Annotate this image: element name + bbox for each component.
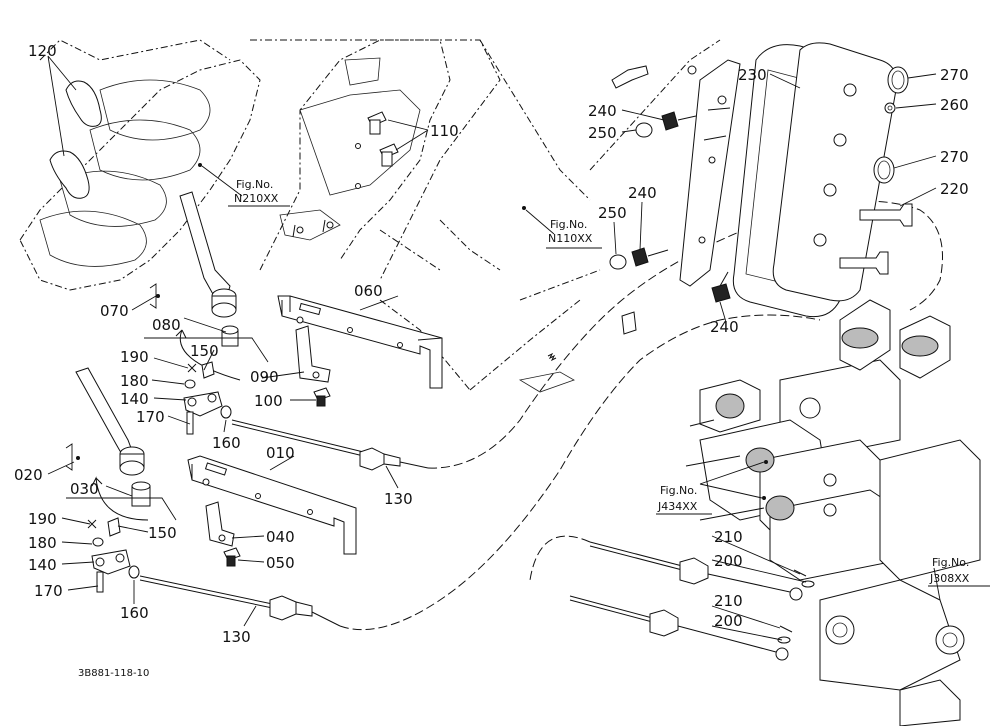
ref-dot-j434b [762,496,766,500]
ref-dot-070 [156,294,160,298]
bolts-110 [355,111,399,189]
small-bracket-top [611,65,697,89]
label-140-lower: 140 [28,556,57,574]
label-160-lower: 160 [120,604,149,622]
label-010: 010 [266,444,295,462]
fig-ref-j434-line1: Fig.No. [660,484,697,497]
label-040: 040 [266,528,295,546]
cover-main [772,42,898,302]
label-140-upper: 140 [120,390,149,408]
label-210-upper: 210 [714,528,743,546]
label-220: 220 [940,180,969,198]
label-180-lower: 180 [28,534,57,552]
fig-ref-j308-line2: J308XX [929,572,970,585]
bolt-240-mid [631,247,669,267]
fig-ref-n110-line1: Fig.No. [550,218,587,231]
label-030: 030 [70,480,99,498]
label-270-upper: 270 [940,66,969,84]
fig-ref-j434-line2: J434XX [657,500,698,513]
linkage-upper [183,361,232,435]
plug-250-mid [609,254,627,270]
label-130-lower: 130 [222,628,251,646]
lever-upper [179,191,239,347]
label-240-mid: 240 [628,184,657,202]
ring-270-upper [887,66,909,94]
fig-ref-n210-line2: N210XX [234,192,279,205]
assembly-arrow-upper [175,329,241,381]
control-valve-block [685,299,981,726]
label-170-lower: 170 [34,582,63,600]
part-labels: 120 110 060 070 080 090 100 190 150 180 … [14,42,969,646]
ref-dot-n210 [198,163,202,167]
label-250-mid: 250 [598,204,627,222]
bracket-040 [205,501,241,567]
ref-dot-020 [76,456,80,460]
small-tab [621,311,637,335]
label-190-upper: 190 [120,348,149,366]
leader-lines [47,55,941,641]
fig-ref-n110-line2: N110XX [548,232,593,245]
label-270-lower: 270 [940,148,969,166]
label-170-upper: 170 [136,408,165,426]
label-200-lower: 200 [714,612,743,630]
label-130-upper: 130 [384,490,413,508]
label-090: 090 [250,368,279,386]
bracket-020-group [65,443,177,521]
ring-270-lower [873,156,895,184]
ref-dot-n110 [522,206,526,210]
figure-references: Fig.No. N210XX Fig.No. N110XX Fig.No. J4… [228,178,990,587]
label-150-upper: 150 [190,342,219,360]
bracket-010 [187,455,357,555]
valve-cable-upper [529,535,803,601]
label-020: 020 [14,466,43,484]
label-230: 230 [738,66,767,84]
label-080: 080 [152,316,181,334]
label-120: 120 [28,42,57,60]
chassis-outline [19,39,721,391]
drawing-number: 3B881-118-10 [78,668,149,679]
linkage-lower [87,517,140,593]
label-260: 260 [940,96,969,114]
label-240-lower: 240 [710,318,739,336]
ref-dot-j434a [764,460,768,464]
label-200-upper: 200 [714,552,743,570]
bolt-240-lower [711,271,731,303]
label-250-upper: 250 [588,124,617,142]
fig-ref-j308-line1: Fig.No. [932,556,969,569]
valve-cable-lower [569,595,789,661]
bracket-090 [295,325,331,407]
fig-ref-n210-line1: Fig.No. [236,178,273,191]
knob-lower [49,150,90,199]
label-050: 050 [266,554,295,572]
shafts-220 [839,203,913,275]
plug-250-upper [635,122,653,138]
bolt-240-upper [661,111,697,131]
label-100: 100 [254,392,283,410]
cable-130-lower [139,314,821,631]
label-110: 110 [430,122,459,140]
bracket-070-group [144,283,269,363]
upper-mounting-plate [259,39,451,271]
label-150-lower: 150 [148,524,177,542]
label-190-lower: 190 [28,510,57,528]
lever-lower [75,367,151,507]
spring-linkage [518,352,575,393]
assembly-arrow-lower [91,476,149,521]
label-180-upper: 180 [120,372,149,390]
label-210-lower: 210 [714,592,743,610]
cover-plate [679,59,741,287]
label-060: 060 [354,282,383,300]
label-160-upper: 160 [212,434,241,452]
knob-upper [65,80,102,127]
cable-130-upper [231,200,943,471]
washer-260 [884,102,896,114]
label-070: 070 [100,302,129,320]
label-240-upper: 240 [588,102,617,120]
clips-210-200 [777,569,815,644]
bracket-060 [277,295,443,389]
